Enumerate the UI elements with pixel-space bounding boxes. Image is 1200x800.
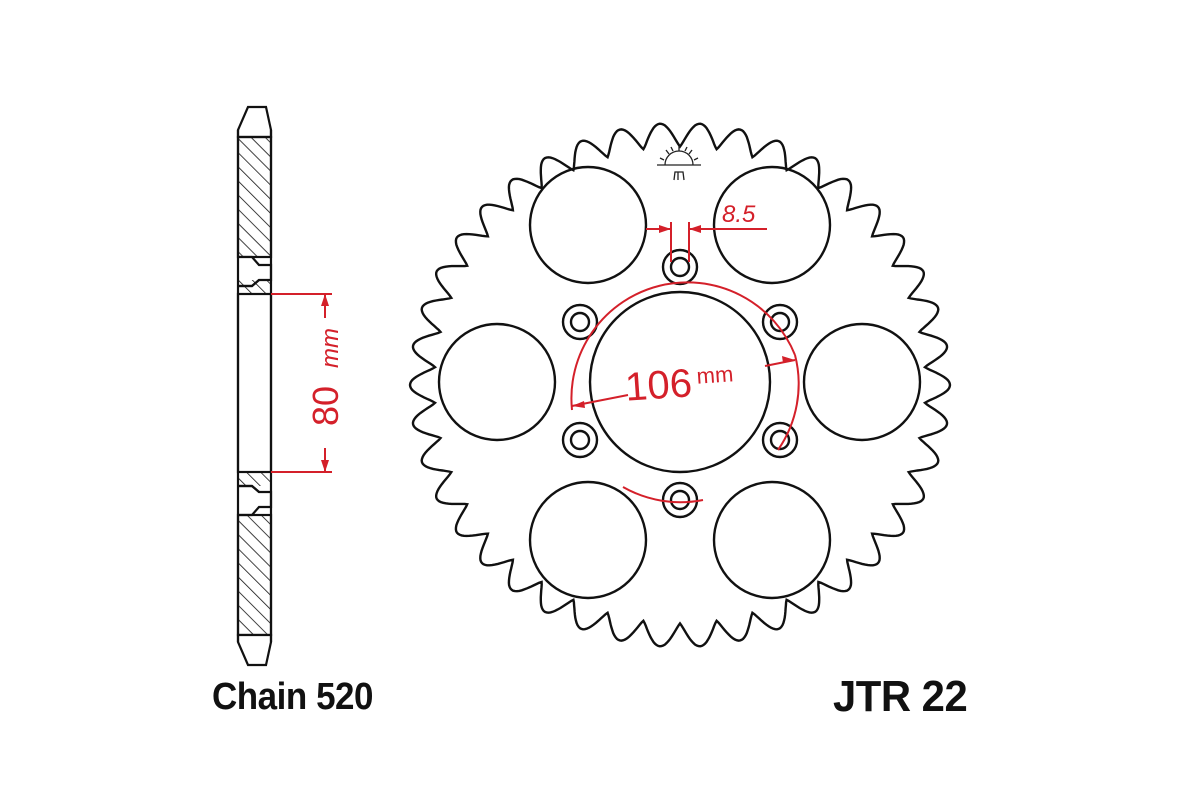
jt-sun-logo-icon <box>657 146 701 181</box>
chain-size-label: Chain 520 <box>212 676 374 718</box>
sprocket-face-view <box>408 122 952 648</box>
part-number-label: JTR 22 <box>833 672 968 721</box>
bolt-hole-value: 8.5 <box>722 201 756 228</box>
bolt-holes <box>561 248 799 519</box>
bolt-circle-unit: mm <box>696 361 734 388</box>
side-profile-view <box>236 105 273 667</box>
svg-text:80: 80 <box>305 386 346 426</box>
bolt-circle-dimension <box>570 281 800 504</box>
bolt-circle-value: 106 <box>624 361 694 410</box>
bolt-hole-dimension <box>646 222 767 262</box>
svg-text:mm: mm <box>317 328 344 368</box>
bore-dimension: 80 mm <box>271 293 346 473</box>
